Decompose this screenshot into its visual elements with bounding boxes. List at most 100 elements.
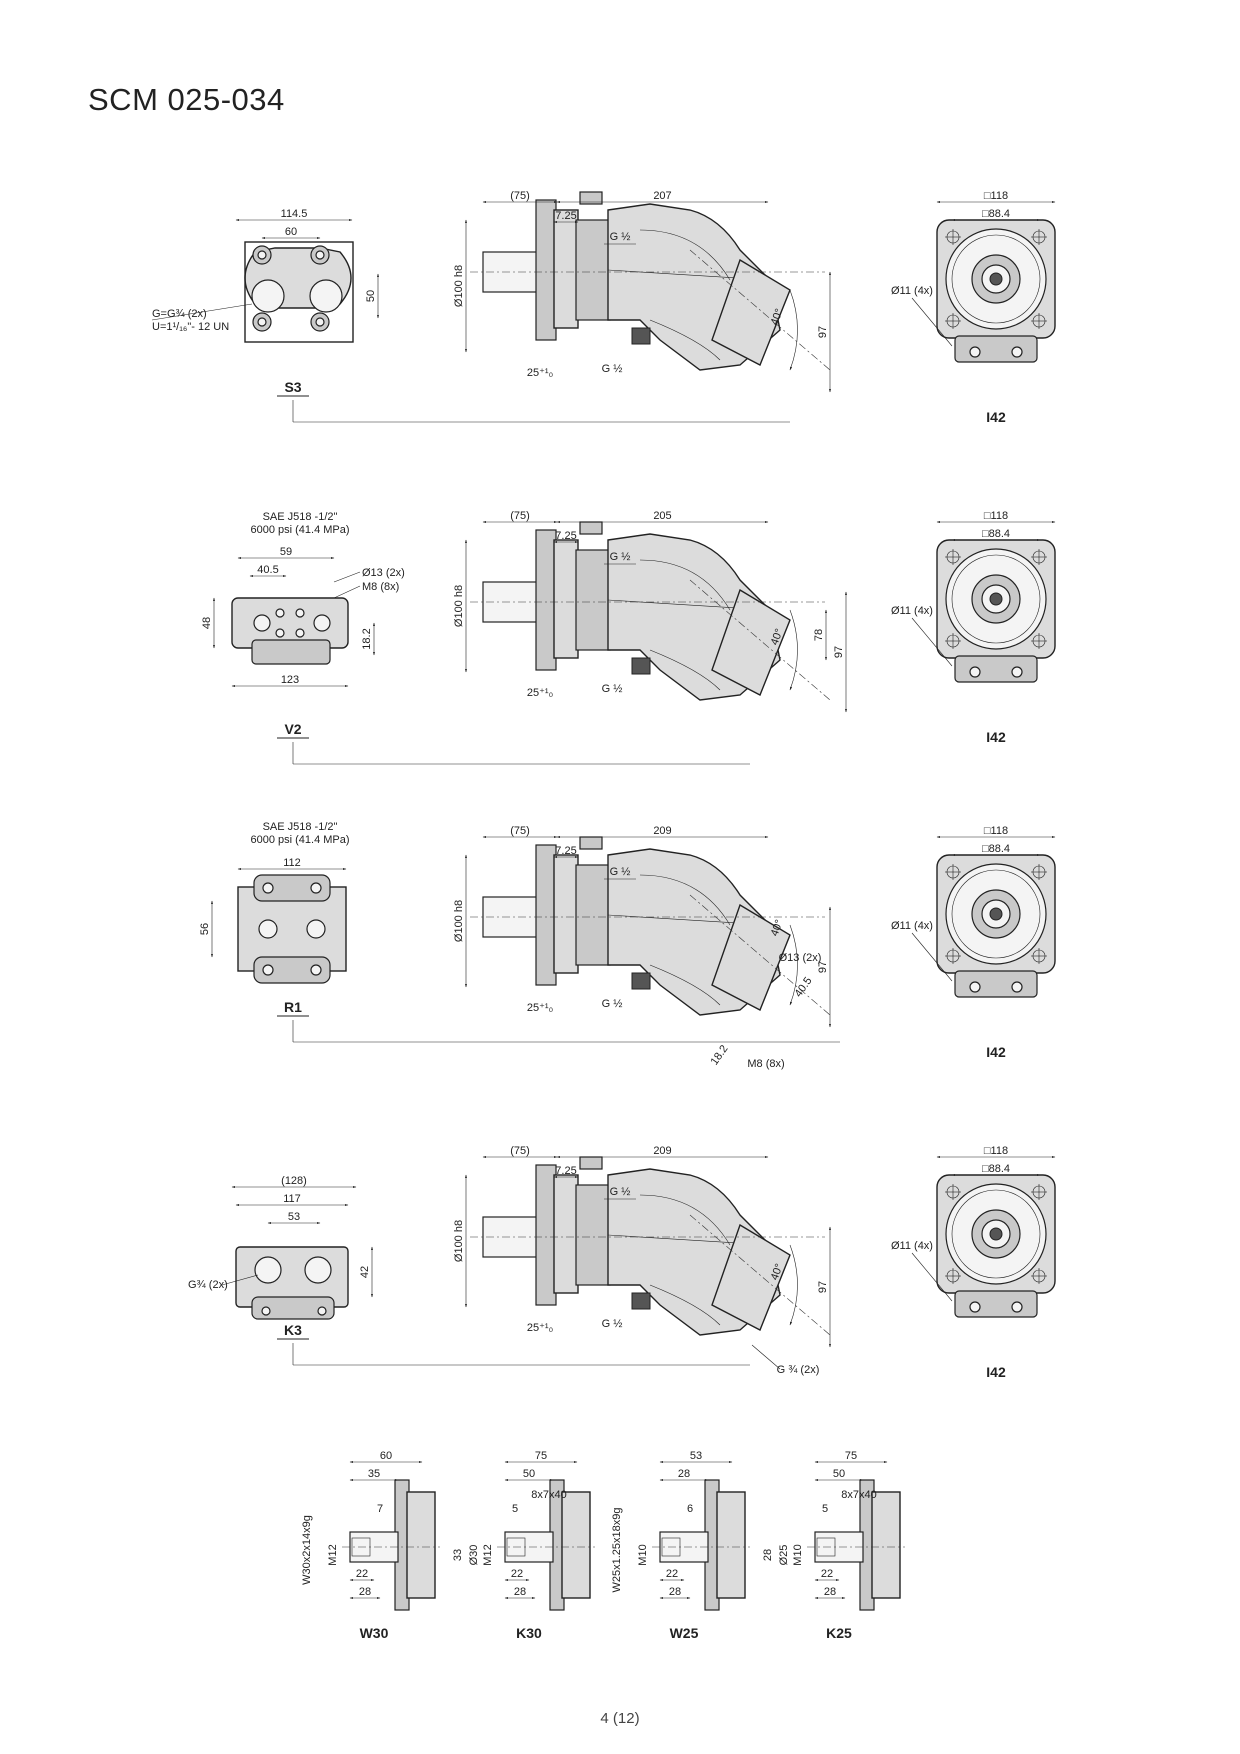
dim-dia: Ø100 h8	[453, 265, 465, 307]
dim-height: 42	[359, 1266, 371, 1278]
dim-inner: □88.4	[982, 208, 1010, 220]
dim-dia-a: 28	[762, 1549, 774, 1561]
shaft-len-label: 25⁺¹₀	[527, 367, 553, 379]
dim-step: 7.25	[555, 845, 576, 857]
dim-bot-b: 28	[824, 1586, 836, 1598]
dim-height: 97	[817, 961, 829, 973]
dim-pitch: 60	[285, 226, 297, 238]
port-side-label: G ¾ (2x)	[777, 1364, 820, 1376]
dim-height: 56	[199, 923, 211, 935]
page-title: SCM 025-034	[88, 82, 285, 117]
port-label: S3	[284, 379, 301, 395]
dim-width: 117	[283, 1193, 301, 1205]
thread-label: M12	[327, 1544, 339, 1565]
dim-top-a: 75	[845, 1450, 857, 1462]
key-label: 8x7x40	[531, 1489, 566, 1501]
dim-width: 114.5	[281, 208, 308, 220]
thread-u-label: U=1¹/₁₆"- 12 UN	[152, 321, 229, 333]
thread-label: M8 (8x)	[362, 581, 399, 593]
shaft-label: K30	[516, 1625, 542, 1641]
dim-offset: (75)	[510, 825, 530, 837]
dim-dia-b: Ø30	[468, 1545, 480, 1566]
shaft-len-label: 25⁺¹₀	[527, 687, 553, 699]
flange-label: I42	[986, 1364, 1006, 1380]
dim-length: 209	[653, 1145, 671, 1157]
sae-label: SAE J518 -1/2"	[263, 821, 338, 833]
port-top-label: G ½	[610, 866, 631, 878]
dim-bot-a: 22	[356, 1568, 368, 1580]
page-number: 4 (12)	[600, 1710, 640, 1727]
dim-dia: Ø100 h8	[453, 900, 465, 942]
angle-label: 40°	[769, 307, 786, 327]
dim-bot-b: 28	[514, 1586, 526, 1598]
dim-hh: 18.2	[361, 628, 373, 649]
port-bottom-label: G ½	[602, 1318, 623, 1330]
sae-label: SAE J518 -1/2"	[263, 511, 338, 523]
dim-width: 123	[281, 674, 299, 686]
dim-h2: 97	[833, 646, 845, 658]
dim-bot-b: 28	[359, 1586, 371, 1598]
dim-inner: □88.4	[982, 1163, 1010, 1175]
dim-width-outer: (128)	[281, 1175, 307, 1187]
port-top-label: G ½	[610, 1186, 631, 1198]
port-label: K3	[284, 1322, 302, 1338]
hole-label: Ø11 (4x)	[891, 1240, 933, 1252]
port-bottom-label: G ½	[602, 998, 623, 1010]
spline-label: W30x2x14x9g	[301, 1515, 313, 1585]
hole-label: Ø11 (4x)	[891, 920, 933, 932]
spline-label: W25x1.25x18x9g	[611, 1508, 623, 1593]
dim-bot-a: 22	[666, 1568, 678, 1580]
thread-g-label: G=G¾ (2x)	[152, 308, 207, 320]
port-top-label: G ½	[610, 231, 631, 243]
shaft-len-label: 25⁺¹₀	[527, 1322, 553, 1334]
hole-label: Ø13 (2x)	[362, 567, 405, 579]
dim-offset: (75)	[510, 510, 530, 522]
dim-key-off: 5	[512, 1503, 518, 1515]
psi-label: 6000 psi (41.4 MPa)	[250, 834, 349, 846]
hole-label: Ø11 (4x)	[891, 605, 933, 617]
dim-height: 48	[201, 617, 213, 629]
shaft-label: W30	[360, 1625, 389, 1641]
dim-dia-a: 33	[452, 1549, 464, 1561]
angle-label: 40°	[769, 1262, 786, 1282]
dim-step: 7.25	[555, 210, 576, 222]
flange-label: I42	[986, 409, 1006, 425]
flange-label: I42	[986, 1044, 1006, 1060]
dim-width: 112	[283, 857, 301, 869]
dim-top-b: 50	[523, 1468, 535, 1480]
port-label: V2	[284, 721, 301, 737]
dim-bot-a: 22	[821, 1568, 833, 1580]
dim-outer: □118	[984, 510, 1008, 522]
dim-height: 97	[817, 1281, 829, 1293]
dim-top-a: 75	[535, 1450, 547, 1462]
thread-label: M12	[482, 1544, 494, 1565]
thread-label: G¾ (2x)	[188, 1279, 228, 1291]
dim-step: 7.25	[555, 1165, 576, 1177]
dim-outer: □118	[984, 190, 1008, 202]
dim-top-b: 35	[368, 1468, 380, 1480]
thread-label: M10	[792, 1544, 804, 1565]
flange-label: I42	[986, 729, 1006, 745]
dim-offset: (75)	[510, 1145, 530, 1157]
dim-d1: 40.5	[792, 975, 814, 999]
dim-inner: □88.4	[982, 843, 1010, 855]
dim-inner: □88.4	[982, 528, 1010, 540]
dim-key-off: 5	[822, 1503, 828, 1515]
dim-length: 205	[653, 510, 671, 522]
